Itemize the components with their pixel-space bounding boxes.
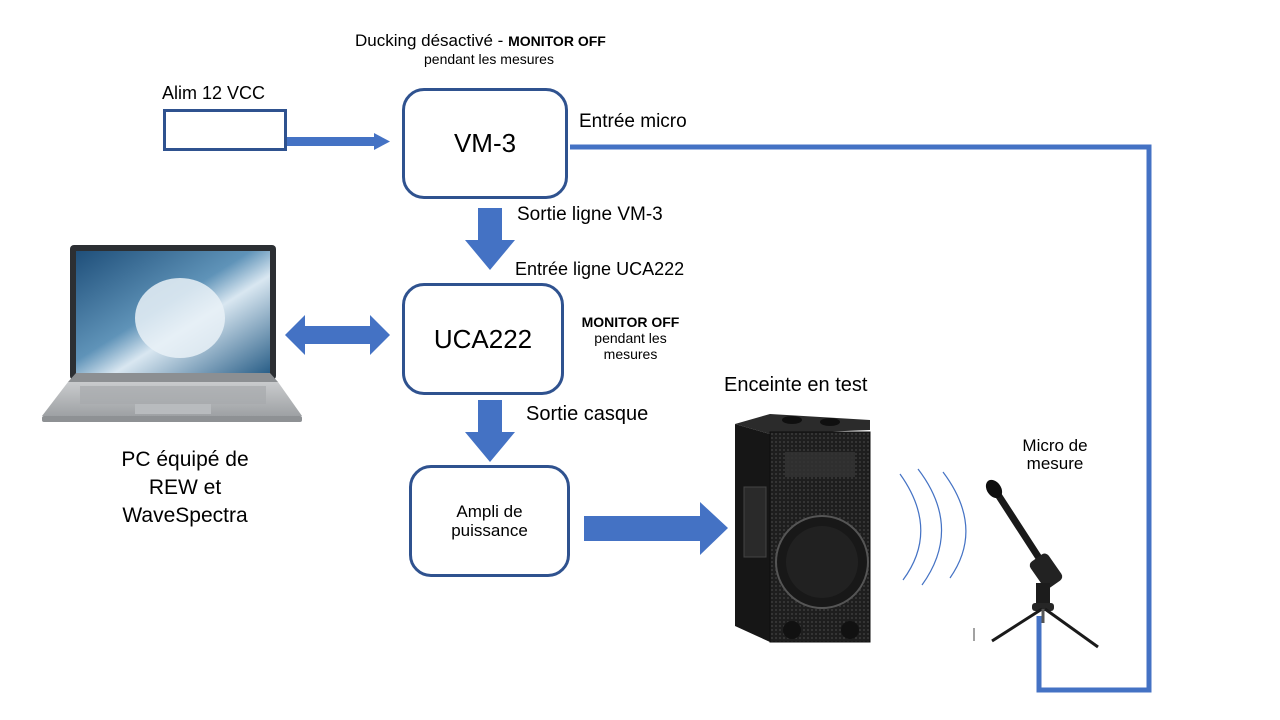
vm3-block: VM-3	[402, 88, 568, 199]
down-arrow-uca222-ampli	[465, 400, 515, 462]
amplifier-block: Ampli de puissance	[409, 465, 570, 577]
amplifier-label: Ampli de puissance	[451, 502, 528, 540]
power-arrow	[287, 133, 390, 150]
pc-label-line1: PC équipé de	[121, 448, 249, 471]
speaker-label: Enceinte en test	[724, 374, 868, 396]
microphone-label-text: Micro de mesure	[1022, 436, 1088, 473]
line-output-label: Sortie ligne VM-3	[517, 204, 663, 225]
pc-label-line2: REW et	[148, 476, 222, 499]
ducking-monitor-off: MONITOR OFF	[508, 33, 606, 49]
speaker-icon	[735, 414, 871, 643]
uca222-monitor-note: MONITOR OFF pendant les mesures	[568, 314, 693, 362]
ducking-prefix: Ducking désactivé -	[355, 31, 509, 50]
uca222-block: UCA222	[402, 283, 564, 395]
uca222-label: UCA222	[433, 323, 533, 354]
laptop-icon	[42, 245, 302, 422]
down-arrow-vm3-uca222	[465, 208, 515, 270]
pc-label-line3: WaveSpectra	[122, 504, 248, 527]
microphone-label: Micro de mesure	[1000, 437, 1110, 473]
uca222-monitor-off: MONITOR OFF	[581, 314, 680, 330]
bidirectional-arrow-pc-uca222	[285, 315, 390, 355]
power-supply-box	[163, 109, 287, 151]
ducking-subnote: pendant les mesures	[424, 51, 554, 67]
micro-input-cable	[570, 144, 1152, 693]
line-input-label: Entrée ligne UCA222	[515, 259, 685, 279]
sound-waves-icon	[899, 468, 967, 586]
pc-label: PC équipé de REW et WaveSpectra	[95, 446, 275, 530]
headphone-output-label: Sortie casque	[526, 403, 649, 425]
power-supply-label: Alim 12 VCC	[162, 83, 266, 103]
ducking-note: Ducking désactivé - MONITOR OFF	[355, 31, 606, 51]
uca222-monitor-subnote: pendant les mesures	[594, 330, 667, 362]
vm3-label: VM-3	[453, 128, 517, 158]
arrow-ampli-speaker	[584, 502, 728, 555]
microphone-icon	[973, 479, 1099, 649]
micro-input-label: Entrée micro	[579, 111, 687, 132]
